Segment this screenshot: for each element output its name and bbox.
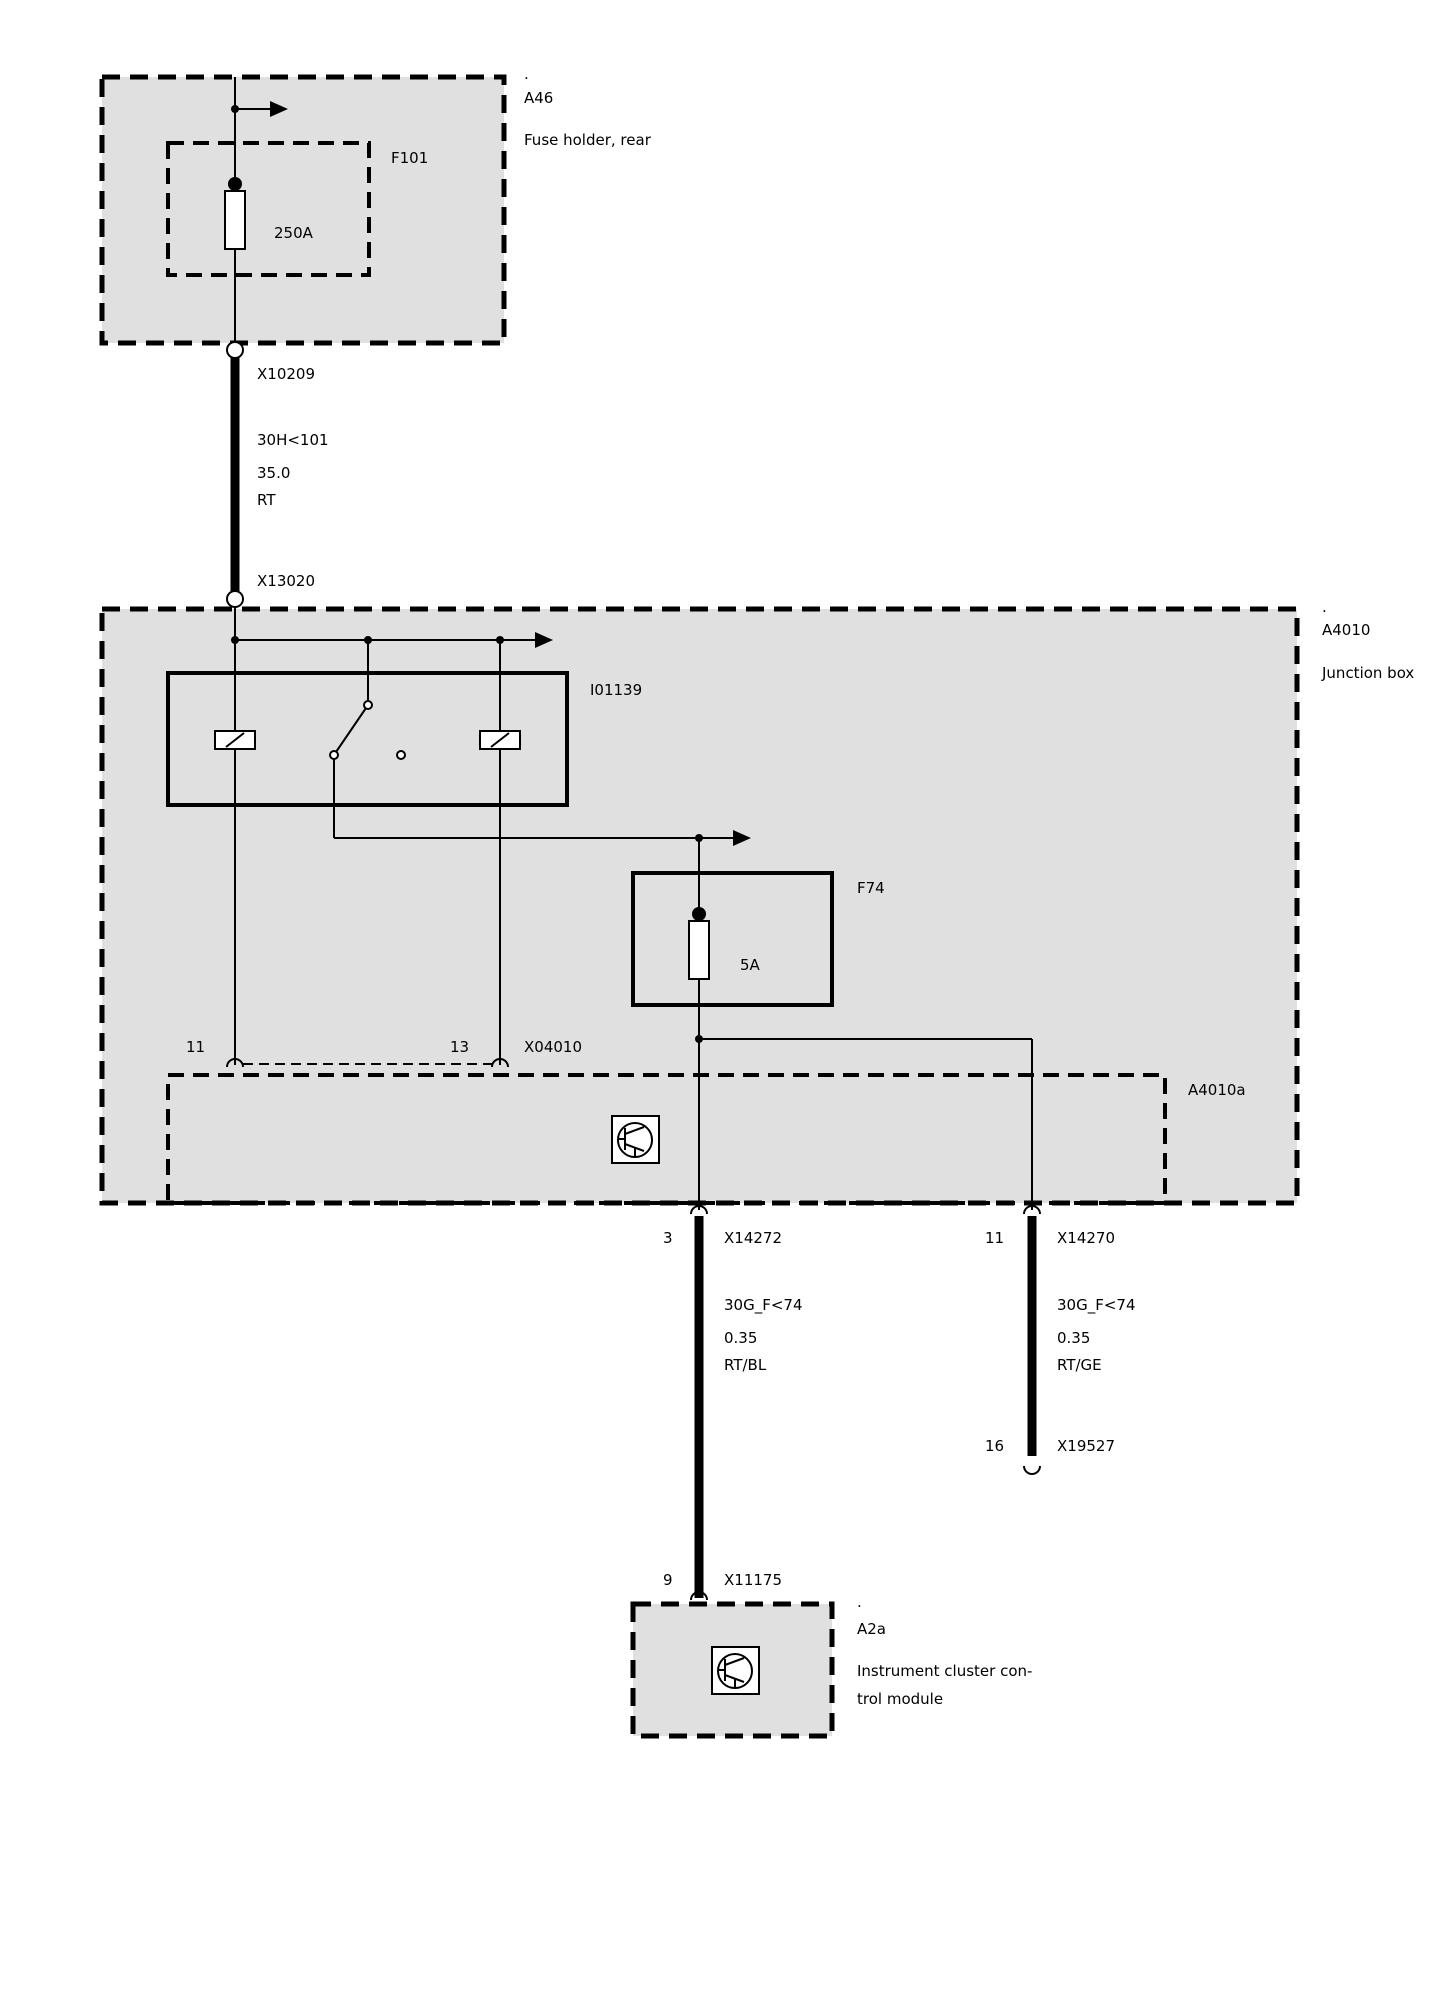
a4010-id: A4010 [1322, 621, 1370, 639]
wire-right-signal: 30G_F<74 [1057, 1296, 1136, 1315]
wire-left [690, 1205, 708, 1601]
fuse-icon [688, 907, 710, 980]
a46-dot: . [524, 65, 529, 83]
x19527-label: X19527 [1057, 1437, 1115, 1455]
fuse-icon [224, 177, 246, 250]
a46-fuse-holder [99, 74, 507, 348]
a4010-dot: . [1322, 598, 1327, 616]
x04010-connector [226, 1058, 509, 1068]
x11175-pin: 9 [663, 1571, 673, 1589]
relay-coil-icon [214, 730, 256, 750]
transistor-icon [611, 1115, 660, 1164]
x14272-pin: 3 [663, 1229, 673, 1247]
x13020-label: X13020 [257, 572, 315, 590]
wire-left-color: RT/BL [724, 1356, 767, 1374]
a46-name: Fuse holder, rear [524, 131, 652, 149]
a2a-name-line2: trol module [857, 1690, 943, 1708]
relay-coil-icon [479, 730, 521, 750]
transistor-icon [711, 1646, 760, 1695]
f74-rating: 5A [740, 956, 761, 974]
x04010-label: X04010 [524, 1038, 582, 1056]
wire-right [1023, 1205, 1041, 1475]
arrow-icon [733, 830, 751, 846]
x04010-pin-right: 13 [450, 1038, 469, 1056]
a4010a-id: A4010a [1188, 1081, 1246, 1099]
main-wire-color: RT [257, 491, 276, 509]
a2a-name-line1: Instrument cluster con- [857, 1662, 1032, 1680]
a4010-name: Junction box [1321, 664, 1414, 682]
arrow-icon [235, 101, 288, 117]
x11175-label: X11175 [724, 1571, 782, 1589]
x10209-connector [226, 341, 244, 359]
a2a-instrument-cluster [630, 1601, 835, 1739]
wire-left-signal: 30G_F<74 [724, 1296, 803, 1315]
wire-right-color: RT/GE [1057, 1356, 1102, 1374]
main-wire-signal: 30H<101 [257, 431, 329, 449]
a2a-id: A2a [857, 1620, 886, 1638]
x19527-pin: 16 [985, 1437, 1004, 1455]
x14270-label: X14270 [1057, 1229, 1115, 1247]
f74-fuse-box [631, 871, 834, 1007]
wire-left-gauge: 0.35 [724, 1329, 757, 1347]
a4010a-module [166, 1073, 1167, 1205]
x04010-pin-left: 11 [186, 1038, 205, 1056]
f101-id: F101 [391, 149, 428, 167]
arrow-icon [535, 632, 553, 648]
wire-right-gauge: 0.35 [1057, 1329, 1090, 1347]
relay-id: I01139 [590, 681, 642, 699]
a46-id: A46 [524, 89, 553, 107]
f74-id: F74 [857, 879, 885, 897]
f101-rating: 250A [274, 224, 314, 242]
x14270-pin: 11 [985, 1229, 1004, 1247]
main-wire-gauge: 35.0 [257, 464, 290, 482]
x10209-label: X10209 [257, 365, 315, 383]
f101-fuse-box [166, 141, 371, 277]
x14272-label: X14272 [724, 1229, 782, 1247]
a4010-junction-box [99, 606, 1300, 1210]
a2a-dot: . [857, 1593, 862, 1611]
switch-icon [329, 700, 406, 760]
x13020-connector [226, 590, 244, 608]
